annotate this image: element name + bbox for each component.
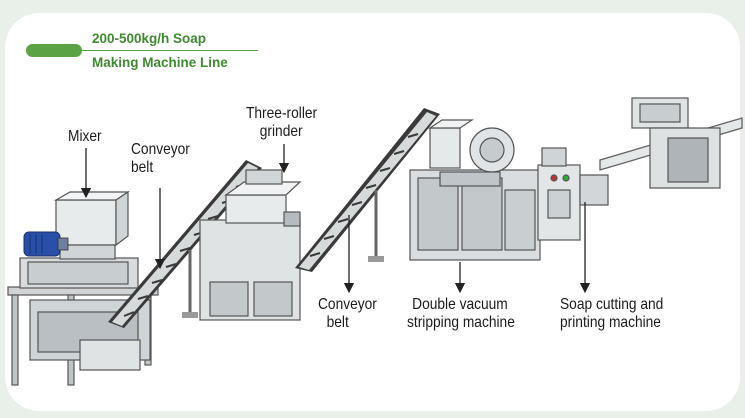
title-underline xyxy=(80,50,258,51)
label-soap-cutting-printing-machine: Soap cutting and printing machine xyxy=(560,296,664,331)
mixer-motor xyxy=(23,231,69,257)
title-line-2: Making Machine Line xyxy=(92,55,228,70)
three-roller-grinder xyxy=(199,169,302,321)
mixer-machine xyxy=(7,190,159,386)
accent-pill xyxy=(26,44,82,57)
label-mixer: Mixer xyxy=(68,128,102,145)
double-vacuum-stripping-machine xyxy=(409,119,541,261)
label-double-vacuum-stripping-machine: Double vacuum stripping machine xyxy=(407,296,515,331)
title-line-1: 200-500kg/h Soap xyxy=(92,31,207,46)
conveyor-belt-2 xyxy=(295,108,440,272)
soap-cutting-printing-machine xyxy=(537,97,743,241)
label-conveyor-belt-1: Conveyor belt xyxy=(131,141,190,176)
label-three-roller-grinder: Three-roller grinder xyxy=(246,105,318,140)
label-conveyor-belt-2: Conveyor belt xyxy=(318,296,377,331)
conveyor-belt-1 xyxy=(108,160,262,328)
